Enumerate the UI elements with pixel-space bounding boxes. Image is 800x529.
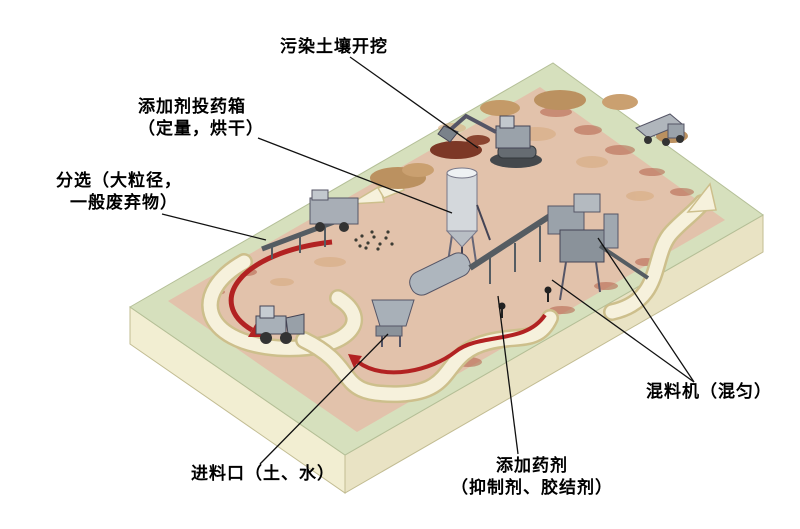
- leader-dosing: [497, 295, 519, 455]
- soil-mounds: [370, 90, 688, 189]
- wheel-loader: [255, 305, 305, 344]
- debris-pile: [354, 230, 394, 251]
- leader-mixer-2: [551, 279, 695, 383]
- leader-lines: [161, 56, 695, 465]
- label-sorting-line1: 分选（大粒径，: [56, 171, 182, 190]
- red-arrowhead-icon: [348, 354, 362, 368]
- leader-additive-box: [257, 137, 453, 214]
- label-mixer: 混料机（混匀）: [646, 381, 772, 403]
- dump-truck: [635, 113, 685, 146]
- label-sorting: 分选（大粒径， 一般废弃物）: [56, 170, 182, 214]
- label-sorting-line2: 一般废弃物）: [70, 193, 178, 212]
- feed-hopper: [371, 299, 415, 347]
- flow-roads: [201, 194, 711, 404]
- leader-feed-inlet: [259, 333, 389, 465]
- label-dosing: 添加药剂 （抑制剂、胶结剂）: [447, 455, 617, 499]
- label-feed-inlet-text: 进料口（土、水）: [191, 464, 335, 483]
- soil-texture-tan: [270, 123, 654, 286]
- label-mixer-text: 混料机（混匀）: [646, 382, 772, 401]
- label-additive-line1: 添加剂投药箱: [138, 97, 246, 116]
- excavation-pit: [430, 141, 482, 159]
- leader-sorting: [161, 213, 267, 241]
- label-additive-line2: （定量，烘干）: [138, 119, 264, 138]
- leader-mixer-1: [597, 237, 695, 383]
- additive-silo: [445, 167, 491, 263]
- leader-excavation: [349, 56, 479, 149]
- main-conveyor: [468, 209, 558, 284]
- label-dosing-line2: （抑制剂、胶结剂）: [451, 478, 613, 497]
- sorting-unit: [261, 189, 359, 259]
- up-arrow-icon: [686, 182, 717, 213]
- label-excavation-text: 污染土壤开挖: [280, 37, 388, 56]
- label-excavation: 污染土壤开挖: [280, 36, 388, 58]
- mixer-unit: [547, 193, 650, 301]
- label-feed-inlet: 进料口（土、水）: [191, 463, 335, 485]
- rotary-drum: [409, 252, 471, 296]
- label-additive-box: 添加剂投药箱 （定量，烘干）: [138, 96, 264, 140]
- label-dosing-line1: 添加药剂: [496, 456, 568, 475]
